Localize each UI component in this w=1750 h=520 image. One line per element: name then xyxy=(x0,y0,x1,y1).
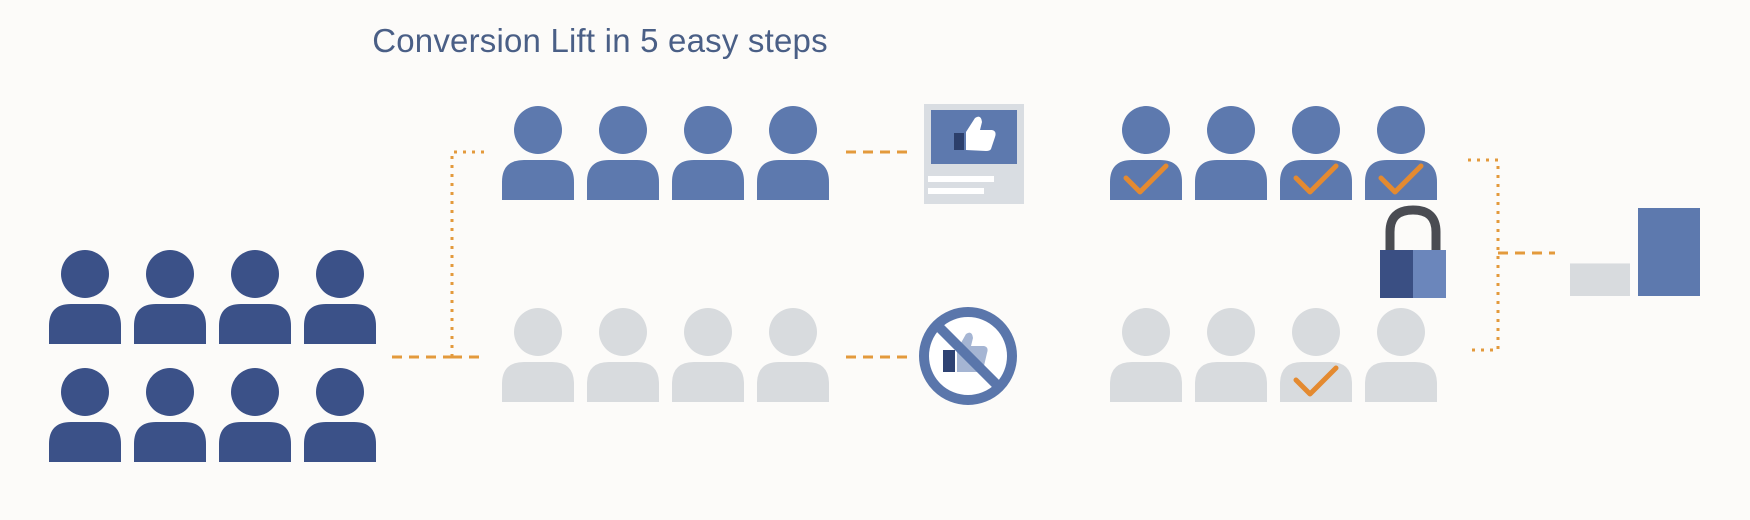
checkmark-icon xyxy=(1293,163,1339,195)
no-ads-icon xyxy=(919,307,1017,405)
person-body xyxy=(304,422,376,462)
person-icon xyxy=(757,308,829,402)
test-result-bar xyxy=(1638,208,1700,296)
person-head xyxy=(1207,106,1255,154)
person-icon xyxy=(1280,106,1352,200)
person-body xyxy=(587,362,659,402)
person-head xyxy=(769,308,817,356)
person-head xyxy=(1292,106,1340,154)
person-body xyxy=(672,160,744,200)
person-body xyxy=(1365,362,1437,402)
person-icon xyxy=(134,368,206,462)
person-body xyxy=(1110,160,1182,200)
person-body xyxy=(49,304,121,344)
result-bars xyxy=(1570,208,1700,296)
person-body xyxy=(1195,160,1267,200)
person-body xyxy=(134,422,206,462)
person-head xyxy=(316,368,364,416)
control-result-bar xyxy=(1570,263,1630,296)
person-body xyxy=(757,160,829,200)
person-icon xyxy=(587,308,659,402)
person-head xyxy=(514,308,562,356)
person-head xyxy=(684,106,732,154)
person-body xyxy=(757,362,829,402)
person-body xyxy=(587,160,659,200)
person-head xyxy=(1207,308,1255,356)
person-body xyxy=(502,362,574,402)
person-head xyxy=(1122,308,1170,356)
diagram-title: Conversion Lift in 5 easy steps xyxy=(372,22,828,59)
person-icon xyxy=(49,368,121,462)
person-body xyxy=(304,304,376,344)
thumbs-up-ad-icon xyxy=(924,104,1024,204)
checkmark-icon xyxy=(1293,365,1339,397)
person-icon xyxy=(134,250,206,344)
person-icon xyxy=(1110,308,1182,402)
control-group xyxy=(502,308,829,402)
person-head xyxy=(514,106,562,154)
person-icon xyxy=(304,368,376,462)
person-head xyxy=(769,106,817,154)
person-icon xyxy=(757,106,829,200)
person-head xyxy=(684,308,732,356)
person-body xyxy=(1280,160,1352,200)
lock-icon xyxy=(1380,205,1446,298)
person-icon xyxy=(502,308,574,402)
person-head xyxy=(61,368,109,416)
person-head xyxy=(146,368,194,416)
checkmark-icon xyxy=(1378,163,1424,195)
person-icon xyxy=(1195,308,1267,402)
person-body xyxy=(1280,362,1352,402)
person-icon xyxy=(304,250,376,344)
person-icon xyxy=(502,106,574,200)
person-head xyxy=(61,250,109,298)
person-body xyxy=(1110,362,1182,402)
person-body xyxy=(502,160,574,200)
person-head xyxy=(1377,106,1425,154)
person-body xyxy=(219,422,291,462)
person-icon xyxy=(1365,106,1437,200)
person-body xyxy=(219,304,291,344)
person-icon xyxy=(219,368,291,462)
person-body xyxy=(672,362,744,402)
person-icon xyxy=(672,106,744,200)
connector-branch-test xyxy=(450,150,484,357)
person-head xyxy=(231,250,279,298)
person-head xyxy=(599,106,647,154)
person-head xyxy=(1292,308,1340,356)
person-body xyxy=(1365,160,1437,200)
person-icon xyxy=(1280,308,1352,402)
person-icon xyxy=(587,106,659,200)
person-icon xyxy=(49,250,121,344)
person-head xyxy=(231,368,279,416)
test-outcome-group xyxy=(1110,106,1437,200)
person-icon xyxy=(1195,106,1267,200)
person-body xyxy=(49,422,121,462)
checkmark-icon xyxy=(1123,163,1169,195)
person-icon xyxy=(1110,106,1182,200)
person-icon xyxy=(1365,308,1437,402)
person-icon xyxy=(672,308,744,402)
population-group xyxy=(49,250,376,462)
connector-merge xyxy=(1468,158,1500,352)
control-outcome-group xyxy=(1110,308,1437,402)
person-head xyxy=(1122,106,1170,154)
person-head xyxy=(316,250,364,298)
person-body xyxy=(1195,362,1267,402)
person-head xyxy=(146,250,194,298)
person-body xyxy=(134,304,206,344)
test-group xyxy=(502,106,829,200)
person-head xyxy=(1377,308,1425,356)
person-head xyxy=(599,308,647,356)
person-icon xyxy=(219,250,291,344)
